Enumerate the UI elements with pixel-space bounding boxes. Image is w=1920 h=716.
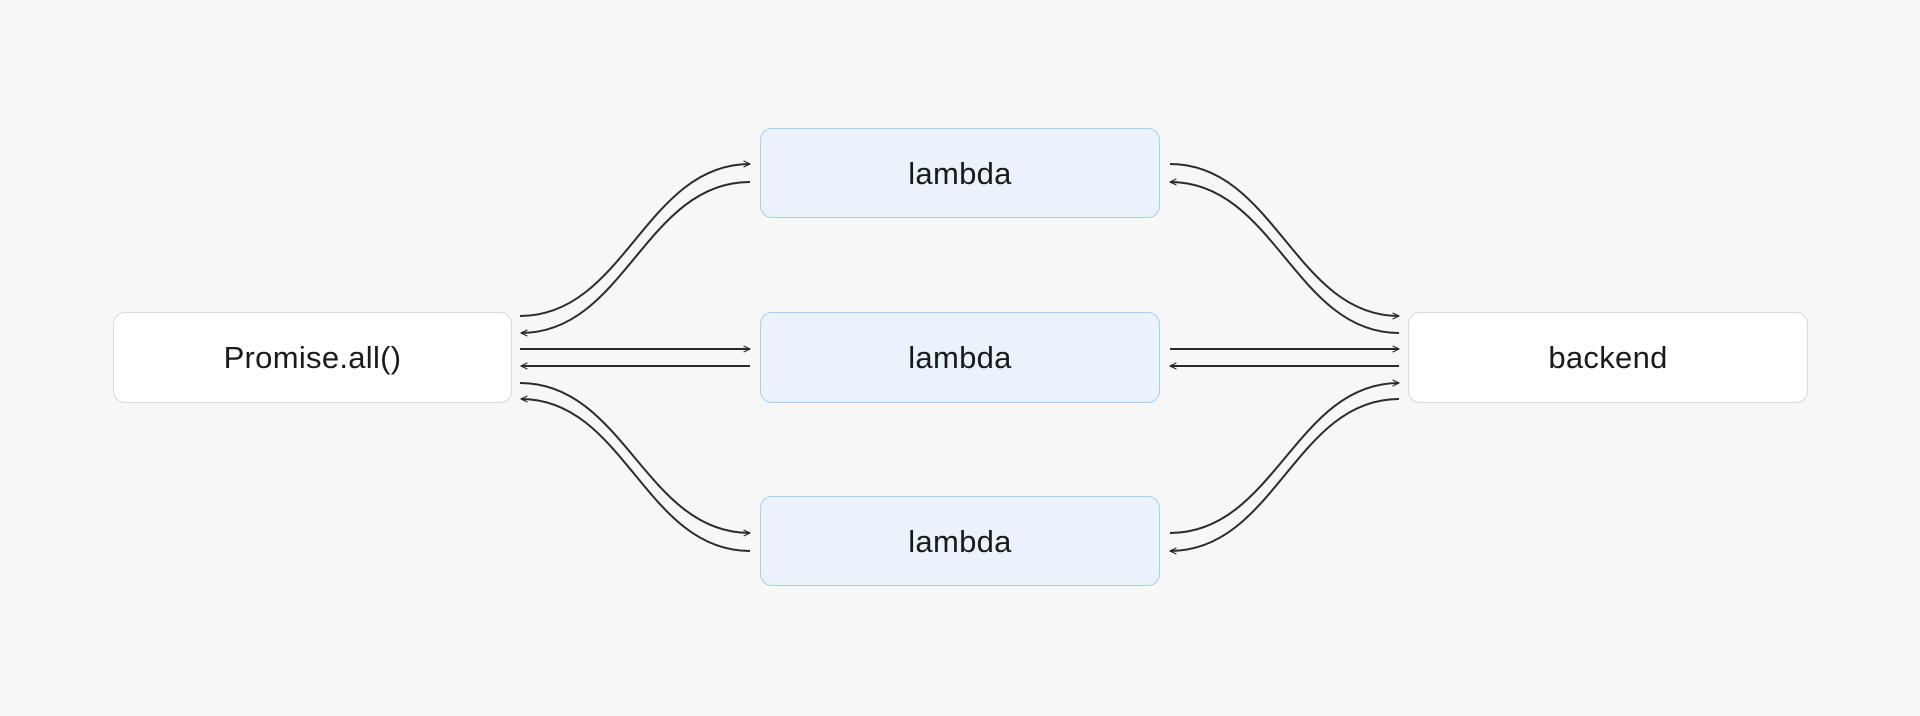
edge-lambda-bottom-to-promise [520,395,751,552]
node-backend: backend [1408,312,1808,403]
edge-promise-to-lambda-top [519,160,751,317]
node-lambda-middle: lambda [760,312,1160,403]
node-lambda-top-label: lambda [908,155,1012,191]
edge-backend-to-lambda-bottom [1169,398,1400,555]
node-promise-all-label: Promise.all() [223,340,402,375]
edges-layer [519,160,1400,555]
edge-promise-to-lambda-bottom [519,382,751,537]
edge-lambda-top-to-promise [520,181,751,337]
node-backend-label: backend [1548,340,1668,375]
node-lambda-bottom-label: lambda [908,523,1012,559]
node-lambda-middle-label: lambda [908,340,1012,375]
edge-backend-to-lambda-top [1169,178,1400,334]
edge-lambda-bottom-to-backend [1169,379,1400,534]
node-lambda-bottom: lambda [760,496,1160,586]
node-promise-all: Promise.all() [113,312,512,403]
node-lambda-top: lambda [760,128,1160,218]
edge-lambda-top-to-backend [1169,163,1400,320]
